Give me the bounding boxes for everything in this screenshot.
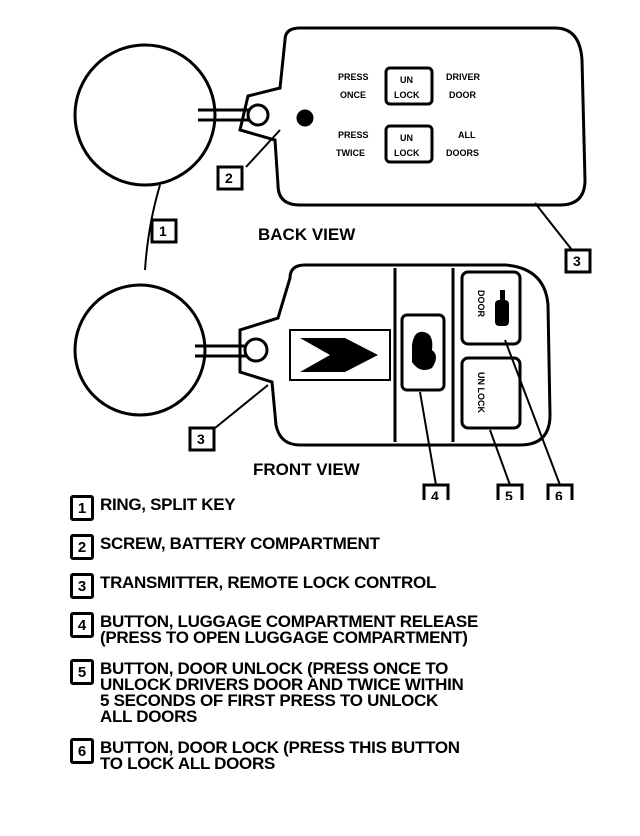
callout-3-back: 3 [573,253,581,269]
legend-item-unlock-button: 5 BUTTON, DOOR UNLOCK (PRESS ONCE TO UNL… [70,659,630,725]
label-front-unlock: UN LOCK [476,372,486,413]
battery-screw [296,109,314,127]
label-driver-door-1: DRIVER [446,72,481,82]
front-view-title: FRONT VIEW [253,460,361,479]
callout-1: 1 [159,223,167,239]
split-key-ring-back [73,43,217,187]
door-lock-button [460,270,522,346]
label-press-once-1: PRESS [338,72,369,82]
legend-item-luggage-button: 4 BUTTON, LUGGAGE COMPARTMENT RELEASE (P… [70,612,630,646]
legend-text: BUTTON, LUGGAGE COMPARTMENT RELEASE (PRE… [100,612,478,647]
label-press-once-2: ONCE [340,90,366,100]
label-press-twice-2: TWICE [336,148,365,158]
remote-transmitter-diagram: PRESS ONCE UN LOCK DRIVER DOOR PRESS TWI… [73,26,592,500]
legend-number: 4 [70,612,94,638]
legend-text: TRANSMITTER, REMOTE LOCK CONTROL [100,573,437,592]
label-front-door: DOOR [476,290,486,318]
key-icon [495,290,509,326]
split-key-ring-front [73,283,207,417]
label-driver-door-2: DOOR [449,90,477,100]
back-view-title: BACK VIEW [258,225,356,244]
legend-item-ring: 1 RING, SPLIT KEY [70,495,630,521]
label-all-doors-1: ALL [458,130,476,140]
legend-number: 5 [70,659,94,685]
back-unlock-button-once [384,66,434,106]
transmitter-back-body [238,26,587,207]
callout-4: 4 [431,488,439,500]
legend-text: SCREW, BATTERY COMPARTMENT [100,534,380,553]
trunk-icon [412,331,436,370]
label-all-doors-2: DOORS [446,148,479,158]
legend-number: 6 [70,738,94,764]
back-unlock-button-twice [384,124,434,164]
legend-text: BUTTON, DOOR LOCK (PRESS THIS BUTTON TO … [100,738,460,773]
label-press-twice-1: PRESS [338,130,369,140]
legend-number: 3 [70,573,94,599]
logo-chevron-icon [300,338,378,372]
callout-3-front: 3 [197,431,205,447]
logo-window [289,329,391,381]
legend-number: 1 [70,495,94,521]
callout-5: 5 [505,488,513,500]
label-unlock-twice-2: LOCK [394,148,420,158]
door-unlock-button [460,356,522,430]
legend-text: BUTTON, DOOR UNLOCK (PRESS ONCE TO UNLOC… [100,659,464,726]
luggage-release-button [400,313,446,392]
label-unlock-once-1: UN [400,75,413,85]
transmitter-front-body [238,263,552,447]
label-unlock-once-2: LOCK [394,90,420,100]
legend-text: RING, SPLIT KEY [100,495,236,514]
legend-number: 2 [70,534,94,560]
label-unlock-twice-1: UN [400,133,413,143]
legend-item-screw: 2 SCREW, BATTERY COMPARTMENT [70,534,630,560]
legend-item-lock-button: 6 BUTTON, DOOR LOCK (PRESS THIS BUTTON T… [70,738,630,772]
legend: 1 RING, SPLIT KEY 2 SCREW, BATTERY COMPA… [70,495,630,785]
callout-6: 6 [555,488,563,500]
callout-2: 2 [225,170,233,186]
legend-item-transmitter: 3 TRANSMITTER, REMOTE LOCK CONTROL [70,573,630,599]
